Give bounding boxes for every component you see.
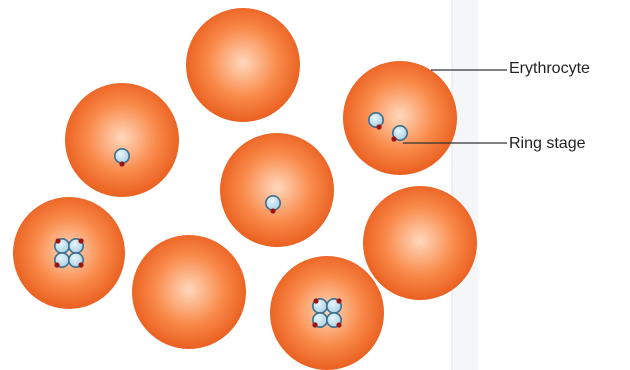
erythrocyte-top-left	[65, 83, 179, 197]
parasite-nucleus	[312, 322, 317, 327]
parasite-nucleus	[313, 298, 318, 303]
ring-stage-parasite	[369, 113, 383, 127]
erythrocyte-body	[186, 8, 300, 122]
parasite-nucleus	[78, 262, 83, 267]
parasite-nucleus	[336, 322, 341, 327]
erythrocyte-bottom-center	[132, 235, 246, 349]
erythrocyte-label: Erythrocyte	[509, 60, 590, 78]
parasite-nucleus	[336, 298, 341, 303]
erythrocyte-top-right	[343, 61, 457, 175]
parasite-nucleus	[391, 136, 396, 141]
ring-stage-parasite	[266, 196, 280, 210]
erythrocyte-top-center	[186, 8, 300, 122]
erythrocyte-center	[220, 133, 334, 247]
erythrocyte-body	[220, 133, 334, 247]
erythrocyte-body	[13, 197, 125, 309]
parasite-nucleus	[55, 238, 60, 243]
ring-stage-label: Ring stage	[509, 135, 586, 153]
parasite-nucleus	[54, 262, 59, 267]
parasite-nucleus	[376, 124, 381, 129]
paper-fold-strip	[452, 0, 478, 370]
erythrocyte-body	[132, 235, 246, 349]
erythrocyte-bottom-right	[270, 256, 384, 370]
erythrocyte-mid-right	[363, 186, 477, 300]
parasite-nucleus	[119, 161, 124, 166]
parasite-nucleus	[78, 238, 83, 243]
parasite-nucleus	[270, 208, 275, 213]
erythrocyte-body	[343, 61, 457, 175]
erythrocyte-body	[65, 83, 179, 197]
cells-layer	[13, 8, 477, 370]
erythrocyte-body	[270, 256, 384, 370]
erythrocyte-bottom-left	[13, 197, 125, 309]
ring-stage-parasite	[115, 149, 129, 163]
erythrocyte-body	[363, 186, 477, 300]
